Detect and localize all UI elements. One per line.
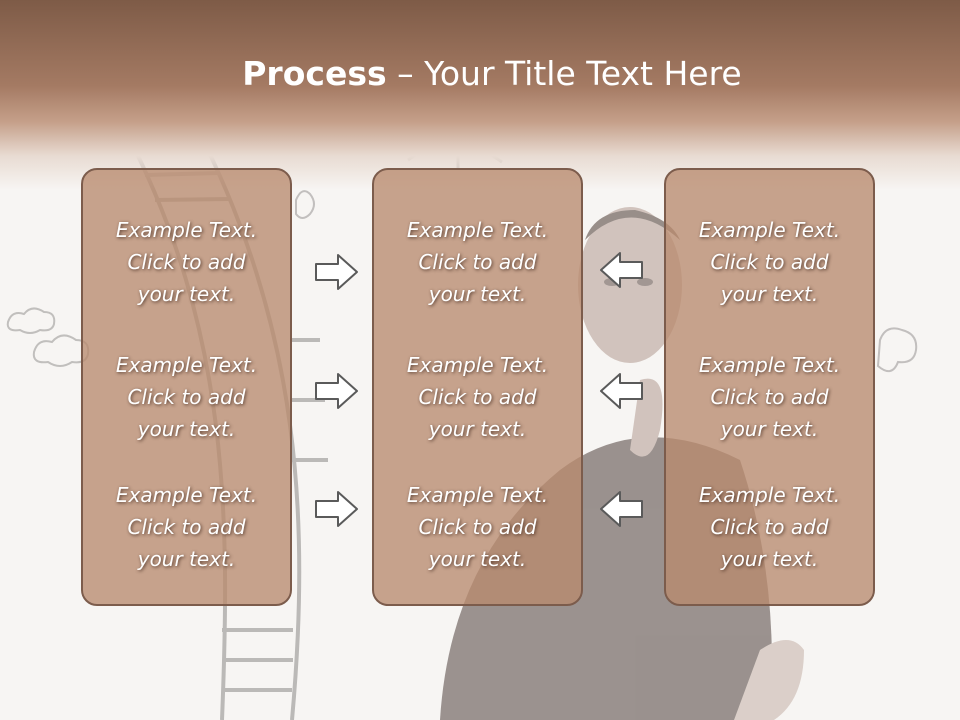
text-line: Click to add (418, 250, 537, 274)
process-column-2[interactable]: Example Text. Click to add your text. Ex… (372, 168, 583, 606)
text-line: Click to add (418, 515, 537, 539)
text-line: Click to add (127, 385, 246, 409)
example-text-block[interactable]: Example Text. Click to add your text. (374, 479, 581, 575)
text-line: your text. (428, 282, 527, 306)
right-arrow-icon[interactable] (314, 489, 360, 529)
example-text-block[interactable]: Example Text. Click to add your text. (666, 479, 873, 575)
title-bar (0, 0, 960, 190)
right-arrow-icon[interactable] (314, 371, 360, 411)
process-column-1[interactable]: Example Text. Click to add your text. Ex… (81, 168, 292, 606)
example-text-block[interactable]: Example Text. Click to add your text. (374, 214, 581, 310)
example-text-block[interactable]: Example Text. Click to add your text. (374, 349, 581, 445)
text-line: your text. (720, 547, 819, 571)
text-line: Example Text. (406, 218, 549, 242)
text-line: Click to add (710, 250, 829, 274)
slide-title[interactable]: Process – Your Title Text Here (0, 54, 960, 93)
text-line: Click to add (127, 250, 246, 274)
text-line: Example Text. (406, 483, 549, 507)
example-text-block[interactable]: Example Text. Click to add your text. (83, 479, 290, 575)
text-line: Click to add (710, 515, 829, 539)
left-arrow-icon[interactable] (598, 250, 644, 290)
example-text-block[interactable]: Example Text. Click to add your text. (666, 349, 873, 445)
text-line: Example Text. (115, 483, 258, 507)
text-line: your text. (428, 547, 527, 571)
text-line: Example Text. (698, 218, 841, 242)
text-line: your text. (720, 282, 819, 306)
text-line: Click to add (710, 385, 829, 409)
text-line: Example Text. (698, 483, 841, 507)
example-text-block[interactable]: Example Text. Click to add your text. (666, 214, 873, 310)
text-line: Click to add (418, 385, 537, 409)
left-arrow-icon[interactable] (598, 371, 644, 411)
text-line: Example Text. (115, 218, 258, 242)
left-arrow-icon[interactable] (598, 489, 644, 529)
text-line: your text. (720, 417, 819, 441)
text-line: your text. (137, 417, 236, 441)
text-line: Click to add (127, 515, 246, 539)
right-arrow-icon[interactable] (314, 252, 360, 292)
text-line: your text. (137, 282, 236, 306)
title-rest-text: – Your Title Text Here (386, 54, 742, 93)
process-column-3[interactable]: Example Text. Click to add your text. Ex… (664, 168, 875, 606)
example-text-block[interactable]: Example Text. Click to add your text. (83, 349, 290, 445)
text-line: your text. (137, 547, 236, 571)
text-line: Example Text. (698, 353, 841, 377)
text-line: Example Text. (406, 353, 549, 377)
example-text-block[interactable]: Example Text. Click to add your text. (83, 214, 290, 310)
text-line: your text. (428, 417, 527, 441)
text-line: Example Text. (115, 353, 258, 377)
title-bold-text: Process (242, 54, 387, 93)
